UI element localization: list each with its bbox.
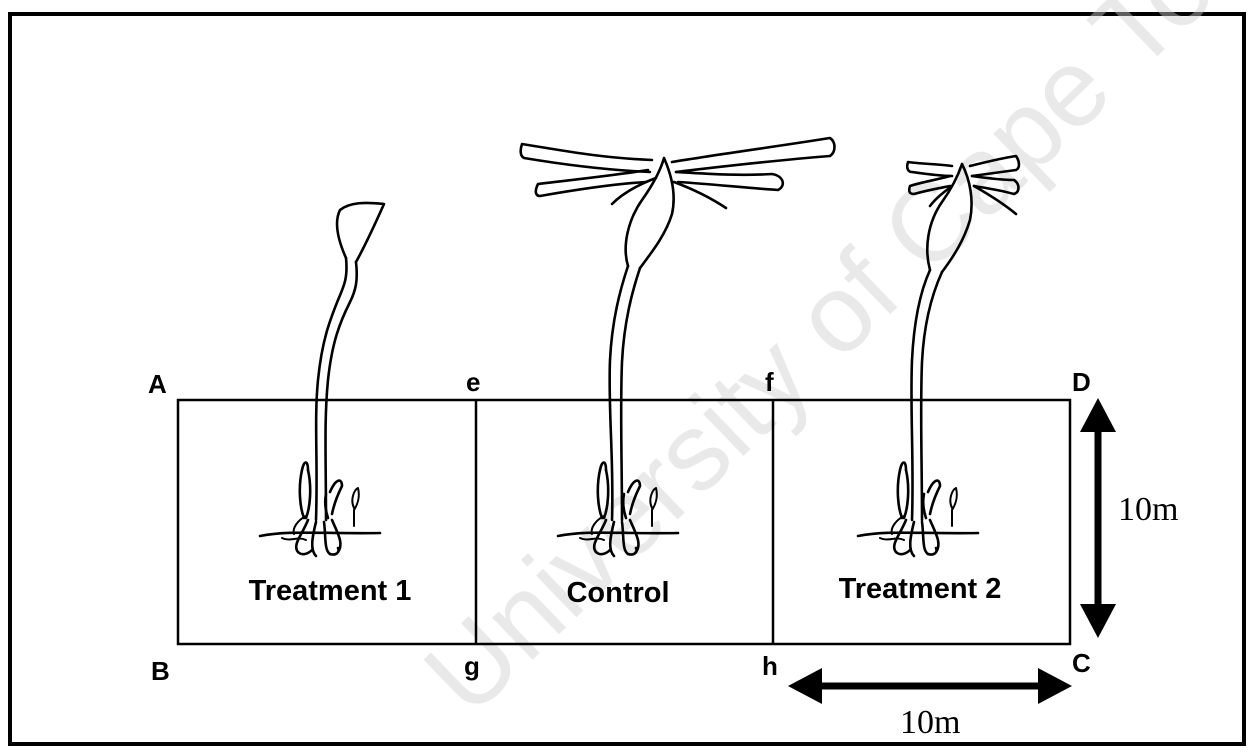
corner-label-g: g bbox=[464, 651, 480, 681]
vertical-dimension-label: 10m bbox=[1118, 491, 1178, 528]
horizontal-dimension-label: 10m bbox=[900, 704, 960, 741]
corner-label-h: h bbox=[762, 651, 778, 681]
watermark-text: University of Cape Town bbox=[401, 0, 1254, 737]
corner-label-a: A bbox=[148, 369, 167, 399]
plot-label-treatment-1: Treatment 1 bbox=[249, 575, 412, 607]
double-headed-arrow-icon bbox=[1080, 398, 1116, 638]
corner-label-b: B bbox=[151, 656, 170, 686]
plant-with-leaf-removed-icon bbox=[260, 203, 384, 556]
corner-label-f: f bbox=[765, 367, 774, 397]
plot-label-treatment-2: Treatment 2 bbox=[839, 573, 1002, 605]
plot-label-control: Control bbox=[566, 577, 669, 609]
corner-label-c: C bbox=[1072, 648, 1091, 678]
corner-label-d: D bbox=[1072, 367, 1091, 397]
corner-label-e: e bbox=[466, 367, 480, 397]
double-headed-arrow-icon bbox=[788, 668, 1072, 704]
